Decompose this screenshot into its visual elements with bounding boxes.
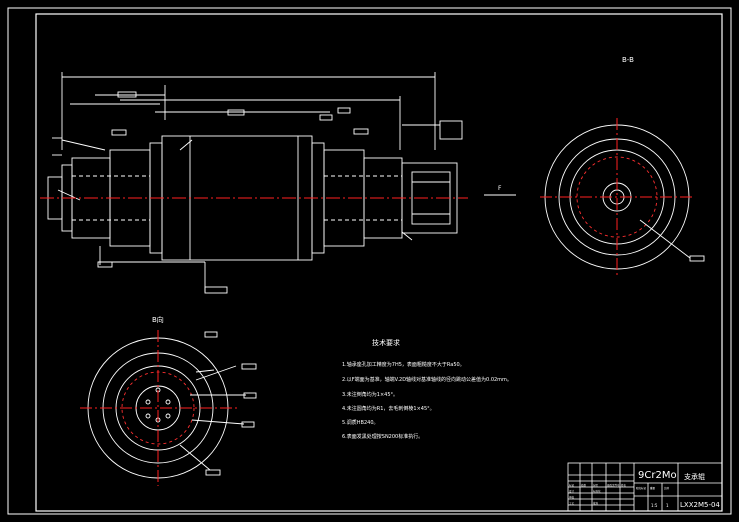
title-block-material: 9Cr2Mo xyxy=(638,470,677,481)
title-block-cell-2: 分区 xyxy=(593,483,599,487)
title-block-cell-6: 设计 xyxy=(569,489,575,493)
title-block-cell-9: 工艺 xyxy=(569,501,575,505)
tech-requirement-2: 2.以F端面为基准，轴端V.2D轴线对基准轴线的径向跳动公差值为0.02mm。 xyxy=(342,376,512,383)
tech-requirement-4: 4.未注圆角均为R1，去毛刺倒棱1×45°。 xyxy=(342,405,435,412)
sheet-outer-border xyxy=(7,7,732,515)
tech-requirement-3: 3.未注倒角均为1×45°。 xyxy=(342,391,398,398)
tech-requirement-6: 6.表面发黑处理按SN200标准执行。 xyxy=(342,433,423,440)
tech-requirement-1: 1.轴承座孔加工精度为7H5，表面粗糙度不大于Ra50。 xyxy=(342,361,465,368)
title-block-cell-7: 标准化 xyxy=(593,489,601,493)
title-block-drawing-number: LXX2M5-04 xyxy=(680,501,720,509)
section-arrow-label: F xyxy=(498,185,502,192)
sheet-inner-border xyxy=(35,13,723,512)
front-view xyxy=(47,72,463,294)
title-block-cell-11: 阶段标记 xyxy=(636,486,647,490)
title-block-cell-0: 标记 xyxy=(569,483,575,487)
title-block xyxy=(567,462,723,512)
title-block-cell-8: 审核 xyxy=(569,495,575,499)
title-block-cell-1: 处数 xyxy=(581,483,587,487)
left-view-label: B向 xyxy=(152,315,164,324)
title-block-cell-3: 更改文件号 xyxy=(607,483,620,487)
title-block-scale: 1:5 xyxy=(651,503,658,508)
tech-requirement-5: 5.调质HB240。 xyxy=(342,419,379,426)
title-block-sheet: 1 xyxy=(666,503,669,508)
title-block-part-name: 支承辊 xyxy=(684,472,705,481)
title-block-cell-10: 批准 xyxy=(593,501,599,505)
title-block-cell-13: 比例 xyxy=(664,486,670,490)
title-block-cell-4: 签名 xyxy=(621,483,627,487)
tech-requirements-title: 技术要求 xyxy=(372,338,400,347)
right-view-label: B-B xyxy=(622,56,634,64)
title-block-cell-12: 重量 xyxy=(650,486,656,490)
left-side-view xyxy=(87,331,257,479)
